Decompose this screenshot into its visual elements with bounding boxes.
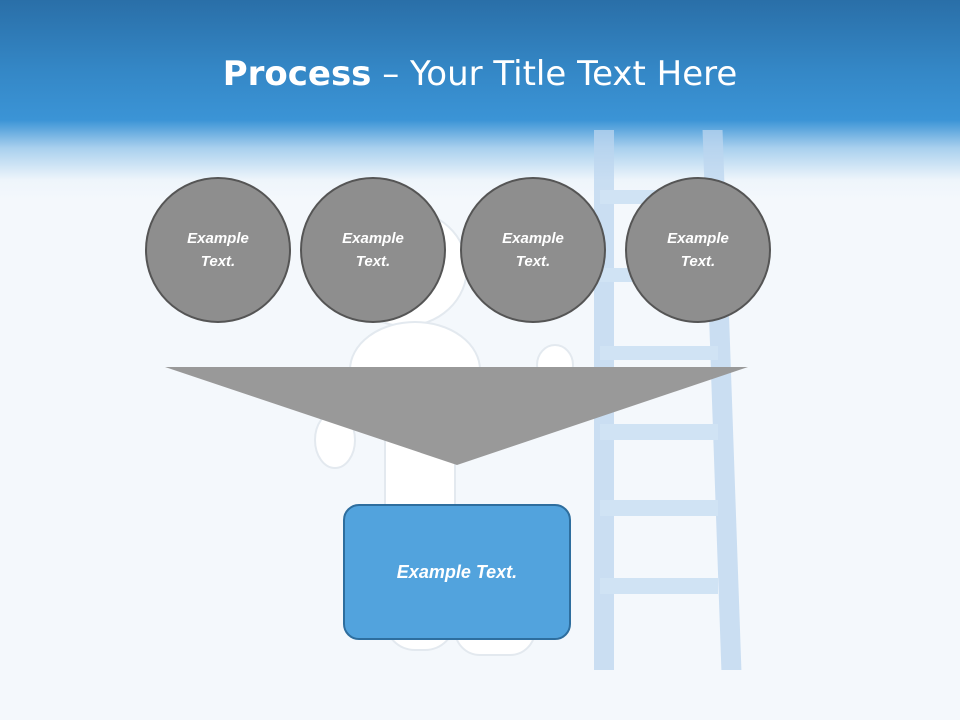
title-bold: Process: [222, 54, 372, 94]
step-circle-label: Example Text.: [502, 230, 564, 270]
funnel-arrow: [165, 367, 748, 465]
step-circle-label: Example Text.: [342, 230, 404, 270]
header-band: [0, 0, 960, 200]
result-box[interactable]: Example Text.: [343, 504, 571, 640]
step-circle-2[interactable]: Example Text.: [300, 177, 446, 323]
step-circle-4[interactable]: Example Text.: [625, 177, 771, 323]
step-circle-label: Example Text.: [187, 230, 249, 270]
result-box-label: Example Text.: [396, 561, 518, 582]
step-circle-1[interactable]: Example Text.: [145, 177, 291, 323]
step-circle-label: Example Text.: [667, 230, 729, 270]
slide-title: Process – Your Title Text Here: [0, 52, 960, 96]
step-circle-3[interactable]: Example Text.: [460, 177, 606, 323]
title-rest: – Your Title Text Here: [371, 54, 738, 94]
